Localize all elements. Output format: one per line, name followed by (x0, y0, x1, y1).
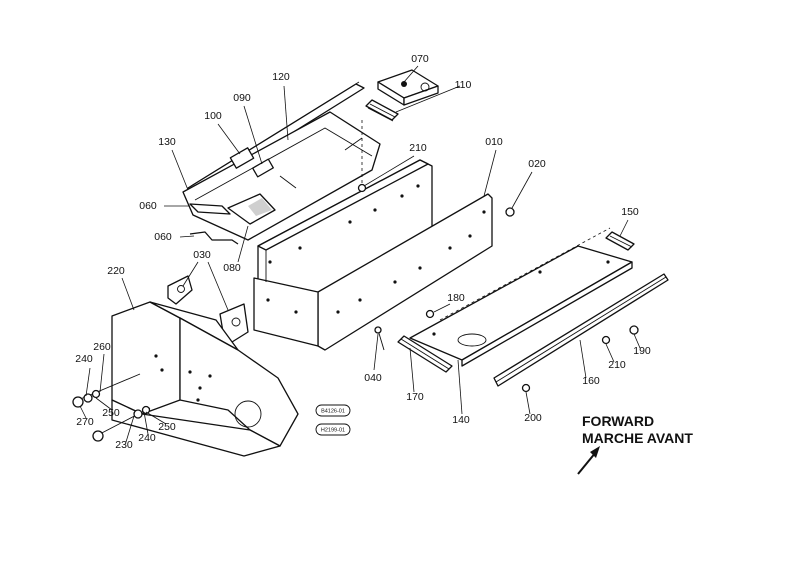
forward-arrow-shaft (577, 451, 597, 475)
part-label-100: 100 (204, 110, 222, 122)
part-030-bracket (167, 275, 249, 343)
forward-arrow-icon (590, 446, 600, 458)
part-label-210: 210 (409, 142, 427, 154)
part-150-pad (605, 231, 635, 251)
part-040-bolt (374, 326, 385, 351)
part-label-060: 060 (154, 231, 172, 243)
part-210-bolt-lower (601, 335, 611, 345)
part-label-170: 170 (406, 391, 424, 403)
part-label-250: 250 (158, 421, 176, 433)
part-label-130: 130 (158, 136, 176, 148)
stamp-text-1: B4126-01 (321, 409, 345, 415)
part-label-070: 070 (411, 53, 429, 65)
part-label-260: 260 (93, 341, 111, 353)
part-070-block (377, 69, 439, 106)
part-label-160: 160 (582, 375, 600, 387)
stamp-b4126: B4126-01 (315, 404, 351, 417)
part-130-tray (182, 111, 381, 241)
marche-avant-label: MARCHE AVANT (582, 430, 693, 446)
part-180-bolt (425, 309, 435, 319)
part-230-270-fasteners (72, 373, 151, 442)
part-020-bolt (505, 207, 515, 217)
part-110-pad (365, 99, 399, 122)
part-label-200: 200 (524, 412, 542, 424)
part-labels: 010 020 030 040 060 060 070 080 090 100 110 120 130 1… (75, 53, 651, 451)
part-label-080: 080 (223, 262, 241, 274)
part-060-clip-upper (189, 203, 231, 215)
part-140-plate (409, 227, 633, 367)
part-label-090: 090 (233, 92, 251, 104)
part-170-bar (397, 335, 453, 373)
part-label-190: 190 (633, 345, 651, 357)
leader-lines (79, 65, 641, 443)
part-190-nut (629, 325, 639, 335)
part-200-bolt (521, 383, 531, 393)
forward-direction-indicator: FORWARD MARCHE AVANT (577, 413, 693, 475)
part-label-110: 110 (455, 79, 472, 91)
part-label-020: 020 (528, 158, 546, 170)
part-label-140: 140 (452, 414, 470, 426)
part-210-bolt-upper (357, 120, 367, 193)
part-label-210: 210 (608, 359, 626, 371)
part-label-030: 030 (193, 249, 211, 261)
part-label-230: 230 (115, 439, 133, 451)
part-label-010: 010 (485, 136, 503, 148)
part-060-clip-lower (189, 231, 239, 245)
part-label-240: 240 (138, 432, 156, 444)
forward-label: FORWARD (582, 413, 654, 429)
part-label-180: 180 (447, 292, 465, 304)
part-label-220: 220 (107, 265, 125, 277)
part-label-150: 150 (621, 206, 639, 218)
stamp-text-2: H2199-01 (321, 428, 345, 434)
part-label-240: 240 (75, 353, 93, 365)
part-160-rail (493, 273, 669, 387)
part-label-060: 060 (139, 200, 157, 212)
part-010-frame (253, 159, 493, 351)
part-label-040: 040 (364, 372, 382, 384)
part-label-270: 270 (76, 416, 94, 428)
part-label-250: 250 (102, 407, 120, 419)
part-label-120: 120 (272, 71, 290, 83)
part-220-weight (111, 301, 299, 457)
stamp-h2199: H2199-01 (315, 423, 351, 436)
